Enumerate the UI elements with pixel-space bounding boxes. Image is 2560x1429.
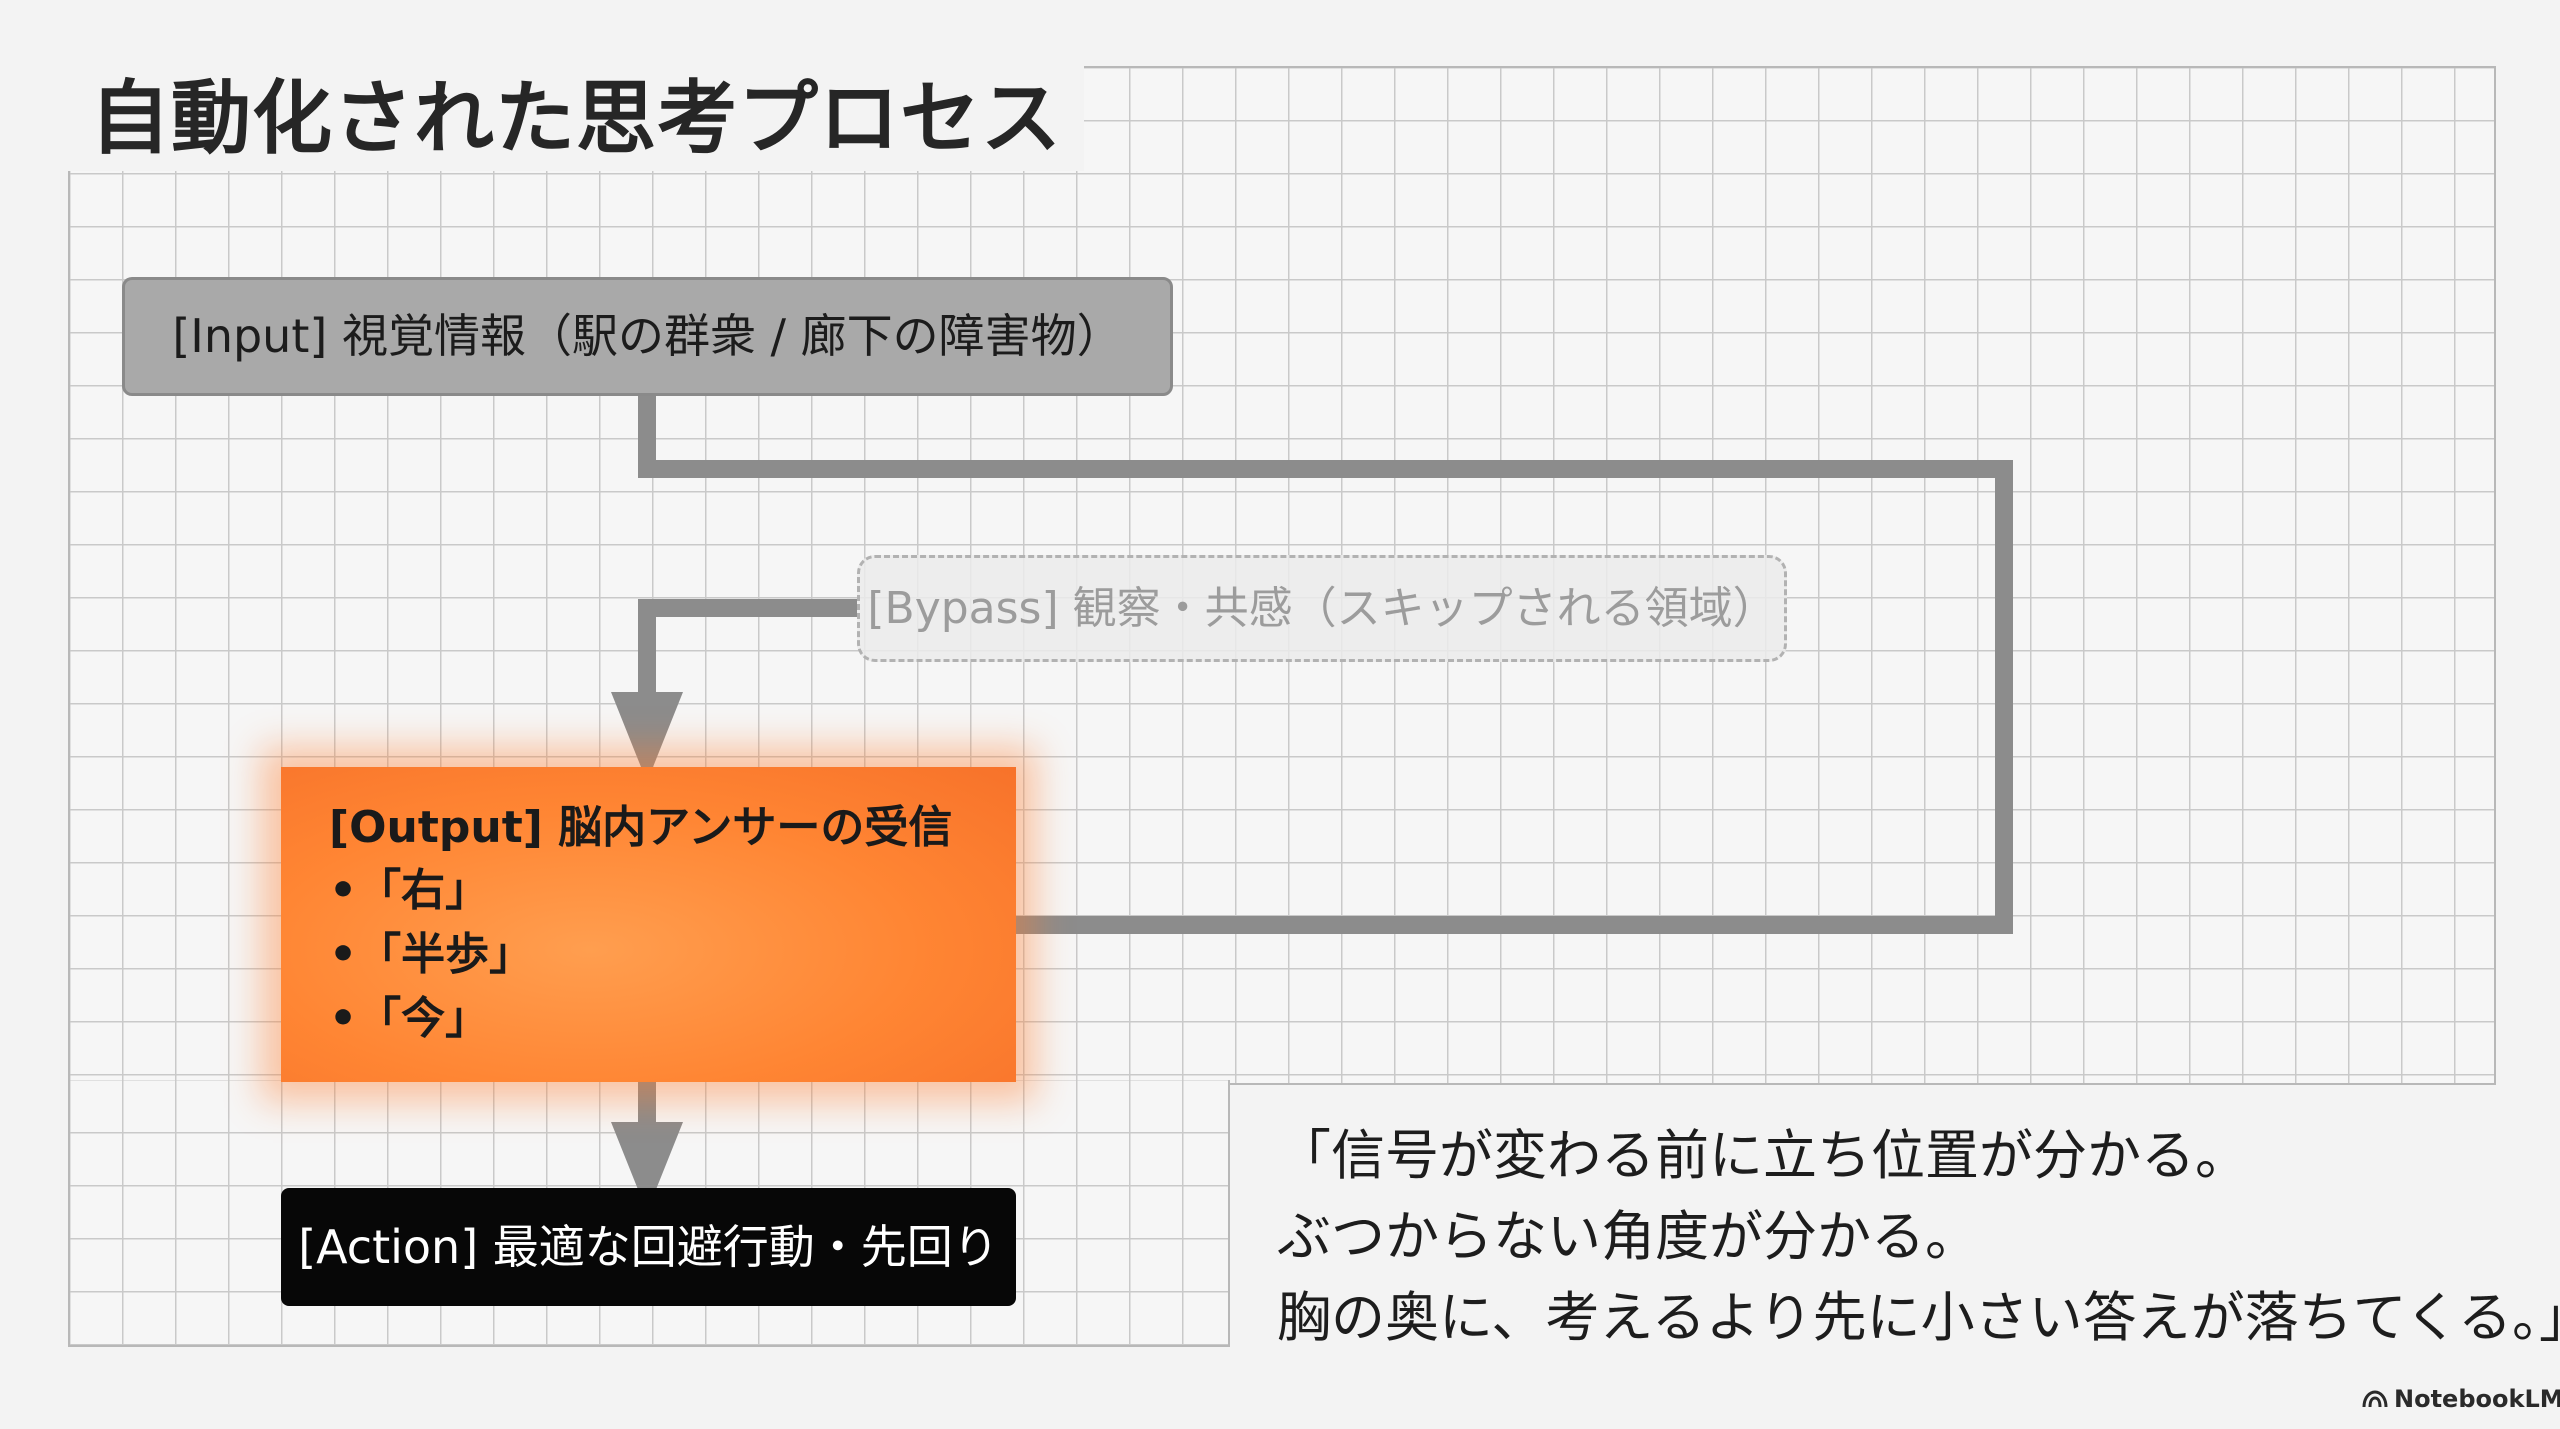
quote-line: 胸の奥に、考えるより先に小さい答えが落ちてくる。」 [1277, 1286, 2560, 1349]
action-node: [Action] 最適な回避行動・先回り [281, 1188, 1016, 1306]
connector-input-loop [638, 396, 2013, 934]
action-node-label: [Action] 最適な回避行動・先回り [298, 1220, 999, 1274]
quote-block: 「信号が変わる前に立ち位置が分かる。 ぶつからない角度が分かる。 胸の奥に、考え… [1277, 1115, 2560, 1358]
input-node: [Input] 視覚情報（駅の群衆 / 廊下の障害物） [122, 277, 1173, 396]
output-item: •「右」 [329, 865, 490, 916]
branding: NotebookLM [2362, 1385, 2560, 1413]
notebooklm-logo-icon [2362, 1390, 2388, 1408]
quote-line: ぶつからない角度が分かる。 [1277, 1205, 1979, 1268]
quote-line: 「信号が変わる前に立ち位置が分かる。 [1277, 1124, 2249, 1187]
output-item: •「半歩」 [329, 929, 534, 980]
bypass-node: [Bypass] 観察・共感（スキップされる領域） [857, 555, 1787, 662]
brand-label: NotebookLM [2394, 1385, 2560, 1413]
output-item: •「今」 [329, 993, 490, 1044]
output-node-title: [Output] 脳内アンサーの受信 [329, 802, 953, 853]
bypass-node-label: [Bypass] 観察・共感（スキップされる領域） [867, 583, 1777, 634]
connector-bypass-to-output [611, 599, 857, 782]
slide-title: 自動化された思考プロセス [68, 66, 1084, 171]
input-node-label: [Input] 視覚情報（駅の群衆 / 廊下の障害物） [172, 309, 1123, 363]
output-node: [Output] 脳内アンサーの受信 •「右」 •「半歩」 •「今」 [281, 767, 1016, 1082]
